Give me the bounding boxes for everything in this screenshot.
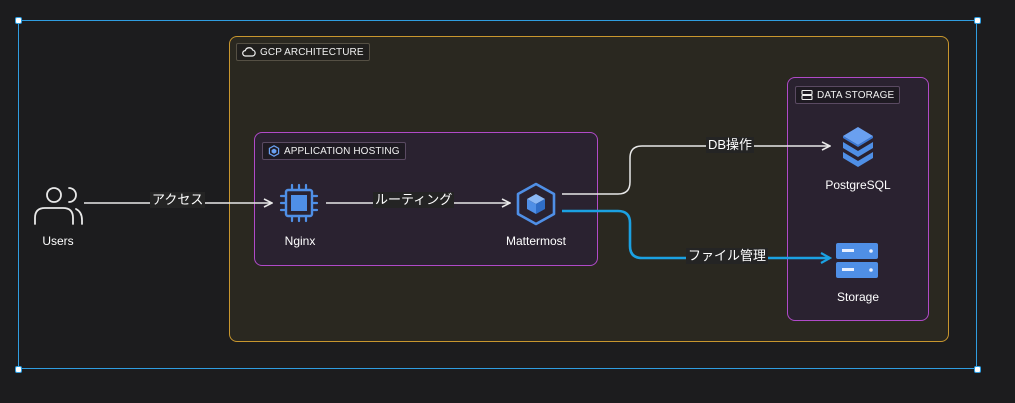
group-label-app-hosting: APPLICATION HOSTING — [262, 142, 406, 160]
edge-db-operations[interactable] — [562, 146, 830, 195]
node-label-nginx: Nginx — [284, 234, 316, 248]
node-label-postgresql: PostgreSQL — [825, 178, 891, 192]
edge-label-routing: ルーティング — [373, 192, 455, 208]
group-label-data-storage-text: DATA STORAGE — [817, 89, 895, 101]
group-label-gcp: GCP ARCHITECTURE — [236, 43, 370, 61]
edge-label-access: アクセス — [150, 192, 206, 208]
group-label-gcp-text: GCP ARCHITECTURE — [260, 46, 364, 58]
node-label-storage: Storage — [836, 290, 880, 304]
node-label-users: Users — [42, 234, 74, 248]
edge-label-db-operations: DB操作 — [706, 137, 755, 153]
resize-handle-top-right[interactable] — [974, 17, 981, 24]
group-label-app-hosting-text: APPLICATION HOSTING — [284, 145, 400, 157]
hexagon-icon — [268, 145, 280, 157]
server-icon — [801, 89, 813, 101]
group-data-storage[interactable] — [787, 77, 929, 321]
selection-frame[interactable] — [18, 20, 977, 369]
edge-file-management[interactable] — [562, 209, 830, 258]
resize-handle-bottom-left[interactable] — [15, 366, 22, 373]
cloud-icon — [242, 47, 256, 57]
node-label-mattermost: Mattermost — [505, 234, 566, 248]
resize-handle-top-left[interactable] — [15, 17, 22, 24]
edge-label-file-management: ファイル管理 — [686, 248, 769, 264]
group-label-data-storage: DATA STORAGE — [795, 86, 901, 104]
resize-handle-bottom-right[interactable] — [974, 366, 981, 373]
